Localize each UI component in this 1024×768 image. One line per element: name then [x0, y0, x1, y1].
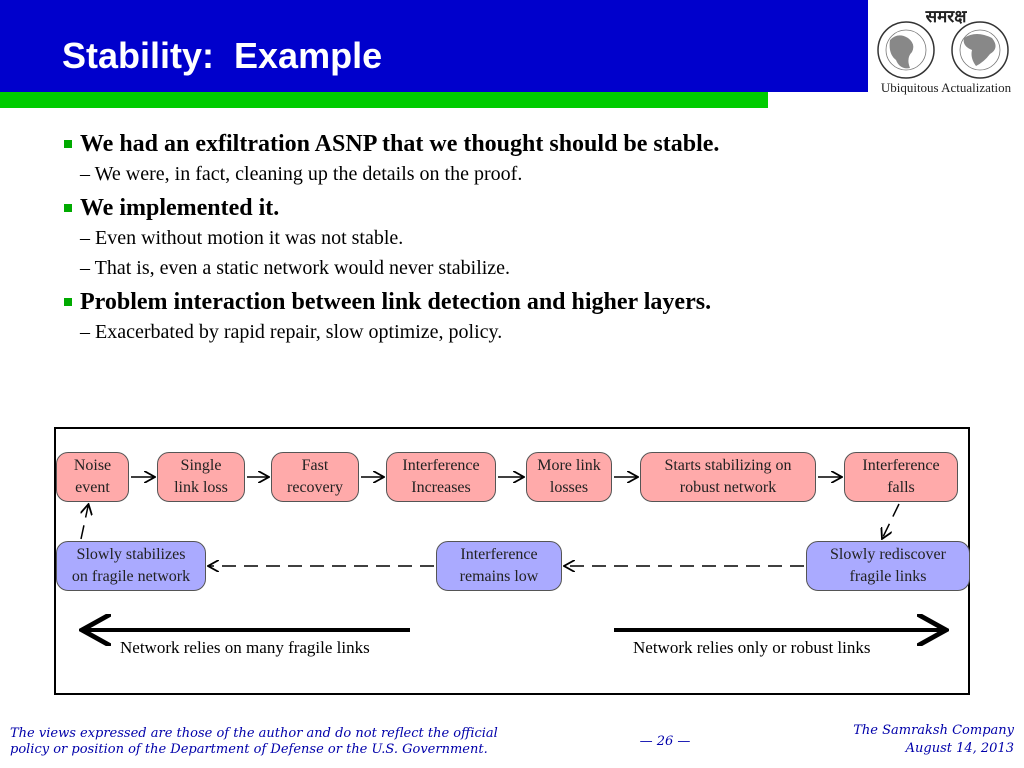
node-fast-recovery: Fast recovery	[271, 452, 359, 502]
header-accent-bar	[0, 92, 768, 108]
footer-disclaimer: The views expressed are those of the aut…	[10, 726, 498, 758]
node-slowly-rediscover: Slowly rediscover fragile links	[806, 541, 970, 591]
bullet-3-text: Problem interaction between link detecti…	[80, 289, 712, 315]
node-more-link-losses: More link losses	[526, 452, 612, 502]
sub-bullet-2-1: – Even without motion it was not stable.	[80, 227, 404, 249]
slide-title: Stability: Example	[62, 35, 383, 76]
caption-robust-links: Network relies only or robust links	[633, 638, 871, 657]
node-starts-stabilizing: Starts stabilizing on robust network	[640, 452, 816, 502]
edge-slow_stab-to-noise	[80, 504, 89, 540]
logo-script-text: समरक्ष	[925, 7, 967, 27]
page-number: — 26 —	[639, 734, 691, 749]
footer-company-block: The Samraksh Company August 14, 2013	[714, 722, 1014, 757]
sub-bullet-2-2: – That is, even a static network would n…	[80, 257, 511, 279]
bullet-2-text: We implemented it.	[80, 195, 280, 221]
node-interference-falls: Interference falls	[844, 452, 958, 502]
header-band	[0, 0, 868, 92]
edge-interf_falls-to-slow_red	[882, 503, 900, 539]
bullet-3: Problem interaction between link detecti…	[62, 290, 942, 314]
sub-bullet-3-1: – Exacerbated by rapid repair, slow opti…	[80, 321, 503, 343]
footer-date: August 14, 2013	[905, 740, 1014, 756]
caption-fragile-links: Network relies on many fragile links	[120, 638, 370, 657]
bullet-square-icon	[64, 298, 72, 306]
bullet-2: We implemented it.	[62, 196, 942, 220]
globe-icon	[877, 21, 1009, 79]
company-logo: समरक्ष Ubiquitous Actualization	[868, 0, 1024, 100]
node-single-link-loss: Single link loss	[157, 452, 245, 502]
node-interference-remains-low: Interference remains low	[436, 541, 562, 591]
footer-company: The Samraksh Company	[853, 723, 1014, 738]
bullet-1: We had an exfiltration ASNP that we thou…	[62, 132, 942, 156]
logo-caption: Ubiquitous Actualization	[880, 80, 1012, 95]
diagram-connectors	[56, 429, 972, 697]
node-slowly-stabilizes: Slowly stabilizes on fragile network	[56, 541, 206, 591]
node-interference-increases: Interference Increases	[386, 452, 496, 502]
bullet-square-icon	[64, 140, 72, 148]
sub-bullet-1-1: – We were, in fact, cleaning up the deta…	[80, 163, 523, 185]
bullet-square-icon	[64, 204, 72, 212]
bullet-list: We had an exfiltration ASNP that we thou…	[62, 132, 942, 352]
feedback-diagram: Noise event Single link loss Fast recove…	[54, 427, 970, 695]
bullet-1-text: We had an exfiltration ASNP that we thou…	[80, 131, 720, 157]
node-noise-event: Noise event	[56, 452, 129, 502]
